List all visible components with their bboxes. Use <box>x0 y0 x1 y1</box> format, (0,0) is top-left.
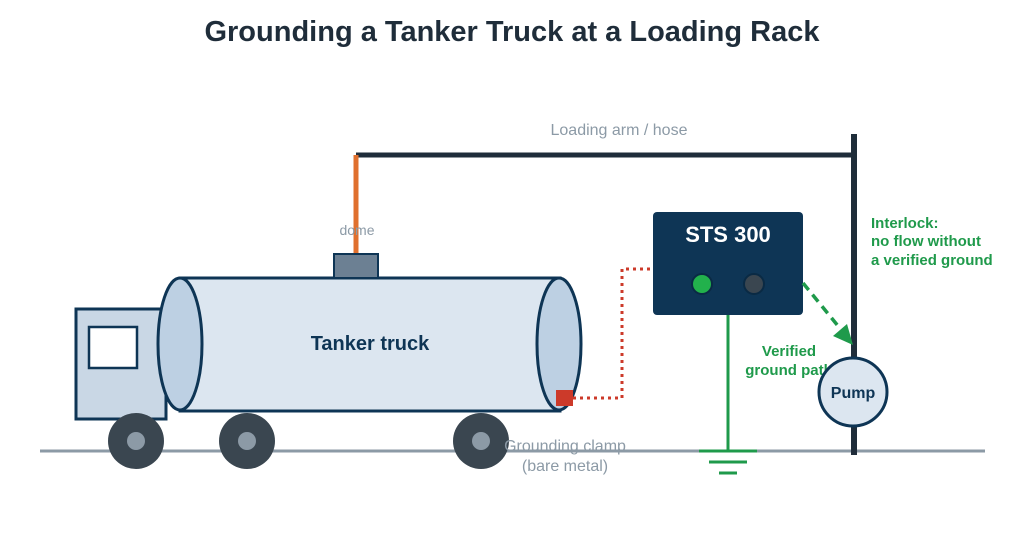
green-led-icon <box>691 273 713 295</box>
interlock-label-line1: Interlock: <box>871 215 939 232</box>
earth-ground-icon <box>699 449 757 475</box>
pump <box>817 356 889 428</box>
verified-label-line2: ground path <box>745 362 832 379</box>
tank-body <box>178 276 562 413</box>
sts-device <box>653 212 803 315</box>
pump-label: Pump <box>831 385 876 402</box>
wheel <box>108 413 164 469</box>
page-title: Grounding a Tanker Truck at a Loading Ra… <box>204 16 820 48</box>
tanker-label: Tanker truck <box>311 333 430 355</box>
clamp-label-line1: Grounding clamp <box>504 438 626 455</box>
interlock-label-line2: no flow without <box>871 233 981 250</box>
tank-dome <box>333 253 379 279</box>
grounding-clamp <box>556 390 573 406</box>
truck-cab-window <box>87 325 139 370</box>
dome-label: dome <box>339 222 374 238</box>
tank-front-end <box>156 276 204 412</box>
dark-led-icon <box>743 273 765 295</box>
interlock-arrow <box>801 281 845 334</box>
interlock-label-line3: a verified ground <box>871 252 993 269</box>
wheel <box>219 413 275 469</box>
tank-rear-end <box>535 276 583 412</box>
loading-arm-label: Loading arm / hose <box>551 122 688 139</box>
ground-cable <box>573 267 655 400</box>
wheel <box>453 413 509 469</box>
interlock-arrowhead-icon <box>833 324 853 345</box>
device-label: STS 300 <box>685 222 771 247</box>
verified-label-line1: Verified <box>762 343 816 360</box>
clamp-label-line2: (bare metal) <box>522 458 608 475</box>
